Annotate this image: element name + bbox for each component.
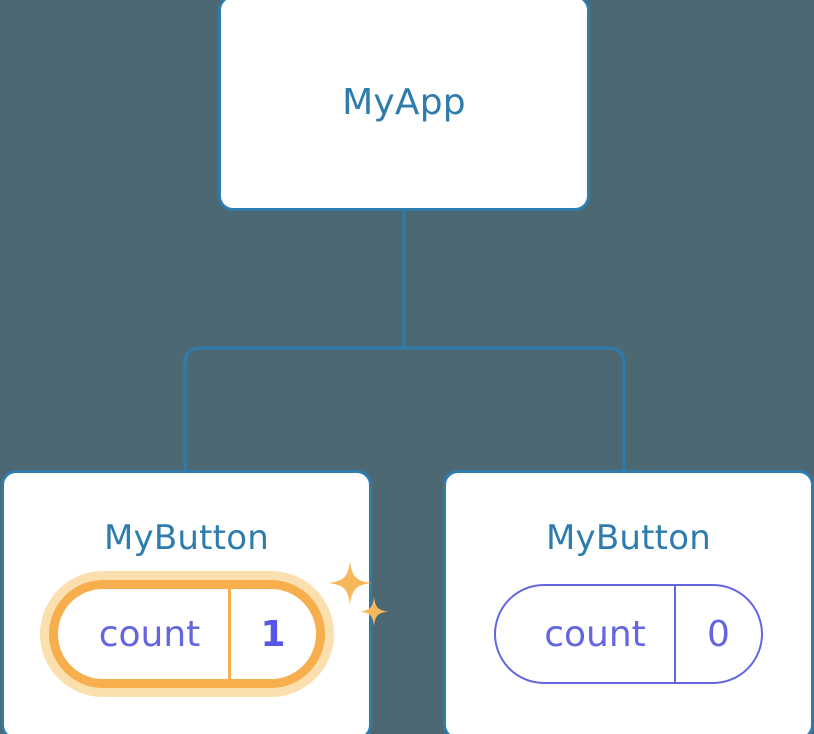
node-mybutton-left[interactable]: MyButton count 1	[1, 470, 388, 734]
state-key-left: count	[98, 613, 201, 655]
node-mybutton-left-label: MyButton	[104, 518, 269, 558]
pill-glow-outer	[39, 571, 334, 697]
edge-to-child-right	[404, 346, 626, 472]
state-pill-highlighted[interactable]: count 1	[39, 561, 388, 697]
state-pill-wrapper-left: count 1	[39, 555, 388, 697]
node-myapp[interactable]: MyApp	[218, 0, 590, 211]
state-value-right: 0	[674, 586, 761, 682]
state-pill-wrapper-right: count 0	[494, 555, 763, 684]
state-pill-plain[interactable]: count 0	[494, 584, 763, 684]
sparkle-icon	[327, 561, 372, 605]
pill-glow-inner	[48, 580, 325, 688]
state-value-left: 1	[227, 589, 316, 679]
node-mybutton-right[interactable]: MyButton count 0	[443, 470, 814, 734]
node-myapp-label: MyApp	[342, 82, 466, 123]
state-key-right: count	[544, 613, 646, 655]
edge-to-child-left	[183, 346, 404, 472]
state-pill-content-left: count 1	[58, 589, 316, 679]
node-mybutton-right-label: MyButton	[546, 518, 711, 558]
